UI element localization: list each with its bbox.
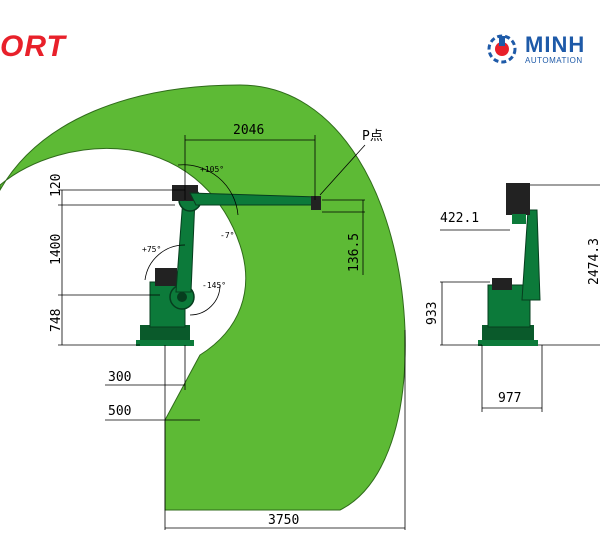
minh-automation-logo: MINH AUTOMATION — [485, 30, 600, 70]
angle-mid: -7° — [220, 231, 234, 240]
workspace-envelope — [0, 84, 406, 511]
dim-front-base-width: 977 — [498, 391, 521, 406]
logo-title: MINH — [525, 32, 586, 57]
dim-748: 748 — [49, 309, 64, 332]
dim-1400: 1400 — [49, 234, 64, 265]
front-dimensions — [440, 184, 600, 412]
dim-front-height: 2474.3 — [587, 238, 600, 285]
dim-120: 120 — [49, 174, 64, 197]
gear-robot-icon — [487, 34, 517, 64]
dim-3750: 3750 — [268, 513, 299, 528]
dim-front-base-height: 933 — [425, 302, 440, 325]
dim-500: 500 — [108, 404, 131, 419]
dim-front-offset: 422.1 — [440, 211, 479, 226]
dim-wrist-offset: 136.5 — [347, 233, 362, 272]
dim-300: 300 — [108, 370, 131, 385]
angle-low: -145° — [202, 281, 226, 290]
brand-logo-text: ORT — [0, 30, 66, 63]
logo-subtitle: AUTOMATION — [525, 56, 583, 65]
side-dimensions — [58, 135, 406, 530]
dim-p-point: P点 — [362, 129, 383, 144]
front-robot — [478, 183, 541, 346]
side-robot — [136, 185, 321, 346]
angle-left: +75° — [142, 245, 161, 254]
angle-top: +105° — [200, 165, 224, 174]
dim-reach: 2046 — [233, 123, 264, 138]
